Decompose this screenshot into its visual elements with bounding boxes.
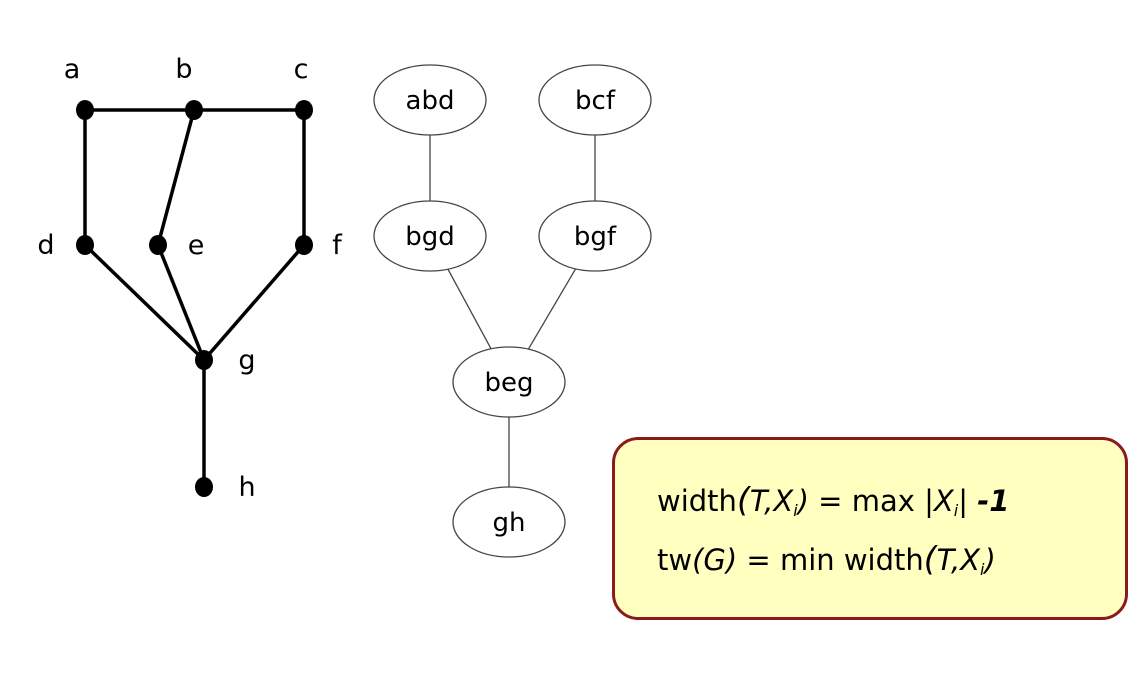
bag-label-bgd: bgd bbox=[405, 222, 455, 252]
graph-edges bbox=[83, 108, 306, 487]
formula-bag-symbol: X bbox=[773, 484, 794, 518]
bag-label-beg: beg bbox=[484, 368, 533, 398]
formula-width-fn: width bbox=[657, 484, 737, 518]
graph-nodes bbox=[76, 100, 313, 497]
graph-edge-fg bbox=[202, 243, 306, 362]
vertex-label-d: d bbox=[37, 230, 54, 261]
graph-vertex-c bbox=[295, 100, 313, 120]
formula-bar: | bbox=[958, 484, 978, 518]
bag-bgf bbox=[538, 200, 652, 272]
formula-comma-2: , bbox=[950, 543, 961, 577]
tree-edge-bgd-beg bbox=[447, 268, 492, 350]
formula-subscript-2: i bbox=[953, 501, 959, 520]
graph-vertex-d bbox=[76, 235, 94, 255]
graph-edge-eg bbox=[156, 244, 206, 361]
vertex-label-c: c bbox=[294, 54, 309, 85]
bag-label-gh: gh bbox=[493, 508, 526, 538]
formula-subscript: i bbox=[793, 501, 798, 520]
vertex-label-g: g bbox=[238, 345, 255, 376]
formula-bag-symbol-3: X bbox=[960, 543, 981, 577]
formula-tree-symbol: T bbox=[749, 484, 765, 518]
bag-abd bbox=[373, 64, 487, 136]
graph-vertex-g bbox=[195, 350, 213, 370]
bag-beg bbox=[452, 346, 566, 418]
vertex-label-f: f bbox=[332, 230, 343, 261]
graph-edge-dg bbox=[83, 243, 206, 362]
tree-nodes: abd bcf bgd bgf beg gh bbox=[373, 64, 652, 558]
formula-graph-symbol: (G) bbox=[692, 543, 738, 577]
formula-comma: , bbox=[764, 484, 774, 518]
formula-close-paren-2: ) bbox=[984, 543, 996, 577]
bag-label-bcf: bcf bbox=[575, 86, 616, 116]
tree-edge-bgf-beg bbox=[527, 268, 577, 350]
formula-box: width(T,Xi) = max |Xi| -1 tw(G) = min wi… bbox=[612, 437, 1128, 620]
vertex-label-a: a bbox=[64, 54, 81, 85]
graph-vertex-f bbox=[295, 235, 313, 255]
formula-min-width: = min width bbox=[737, 543, 924, 577]
formula-open-paren: ( bbox=[736, 480, 750, 519]
formula-open-paren-2: ( bbox=[923, 539, 937, 578]
graph-vertex-b bbox=[185, 100, 203, 120]
formula-tree-symbol-2: T bbox=[936, 543, 951, 577]
vertex-label-e: e bbox=[188, 230, 205, 261]
formula-tw-fn: tw bbox=[657, 543, 693, 577]
formula-minus-one: -1 bbox=[977, 484, 1010, 518]
bag-bcf bbox=[538, 64, 652, 136]
bag-label-bgf: bgf bbox=[574, 222, 617, 252]
bag-bgd bbox=[373, 200, 487, 272]
formula-treewidth: tw(G) = min width(T,Xi) bbox=[657, 539, 996, 578]
bag-label-abd: abd bbox=[406, 86, 455, 116]
graph-vertex-a bbox=[76, 100, 94, 120]
formula-max: = max | bbox=[808, 484, 934, 518]
formula-subscript-3: i bbox=[980, 560, 985, 579]
graph-edge-be bbox=[156, 109, 196, 246]
graph-vertex-h bbox=[195, 477, 213, 497]
graph-labels: a b c d e f g h bbox=[37, 54, 343, 503]
vertex-label-h: h bbox=[238, 472, 255, 503]
formula-bag-symbol-2: X bbox=[933, 484, 954, 518]
tree-edges bbox=[429, 135, 596, 487]
graph-vertex-e bbox=[149, 235, 167, 255]
formula-close-paren: ) bbox=[797, 484, 809, 518]
formula-width: width(T,Xi) = max |Xi| -1 bbox=[657, 480, 1009, 519]
bag-gh bbox=[452, 486, 566, 558]
vertex-label-b: b bbox=[175, 54, 192, 85]
